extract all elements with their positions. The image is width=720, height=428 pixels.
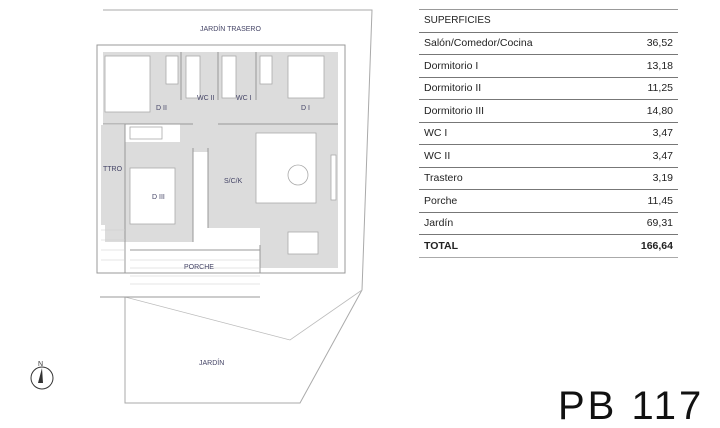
row-value: 13,18 xyxy=(646,59,673,72)
north-arrow-icon: N xyxy=(30,361,54,390)
floor-plan: JARDÍN TRASERO D II WC II WC I D I TTRO … xyxy=(30,9,373,404)
row-label: Dormitorio III xyxy=(424,104,485,117)
table-row: Salón/Comedor/Cocina 36,52 xyxy=(419,33,678,55)
table-row: Dormitorio III 14,80 xyxy=(419,100,678,123)
label-jardin: JARDÍN xyxy=(199,358,224,367)
porch-steps xyxy=(101,229,260,285)
north-label: N xyxy=(38,361,43,368)
row-value: 3,19 xyxy=(652,172,673,185)
label-wc2: WC II xyxy=(197,95,215,102)
row-label: Salón/Comedor/Cocina xyxy=(424,37,533,50)
row-value: 3,47 xyxy=(652,149,673,162)
table-row: Porche 11,45 xyxy=(419,190,678,213)
row-value: 11,45 xyxy=(647,194,674,207)
table-row: Dormitorio II 11,25 xyxy=(419,78,678,100)
label-d3: D III xyxy=(152,194,165,201)
row-value: 14,80 xyxy=(646,104,673,117)
row-value: 3,47 xyxy=(652,127,673,140)
row-value: 36,52 xyxy=(646,37,673,50)
table-row: Jardín 69,31 xyxy=(419,213,678,235)
table-row: Dormitorio I 13,18 xyxy=(419,55,678,78)
row-value: 69,31 xyxy=(646,217,673,230)
row-label: Dormitorio I xyxy=(424,59,479,72)
label-porche: PORCHE xyxy=(184,264,214,271)
row-label: Dormitorio II xyxy=(424,82,482,95)
label-wc1: WC I xyxy=(236,95,252,102)
label-sck: S/C/K xyxy=(224,178,243,185)
label-d2: D II xyxy=(156,105,167,112)
header-label: SUPERFICIES xyxy=(424,15,491,27)
table-row: Trastero 3,19 xyxy=(419,168,678,190)
total-label: TOTAL xyxy=(424,239,459,252)
table-row: WC I 3,47 xyxy=(419,123,678,145)
total-value: 166,64 xyxy=(640,239,673,252)
row-label: Porche xyxy=(424,194,458,207)
row-label: Jardín xyxy=(424,217,454,230)
row-label: WC II xyxy=(424,149,451,162)
label-ttro: TTRO xyxy=(103,166,123,173)
label-d1: D I xyxy=(301,105,310,112)
walls xyxy=(100,52,338,298)
table-row: WC II 3,47 xyxy=(419,145,678,168)
areas-table: SUPERFICIES Salón/Comedor/Cocina 36,52 Do… xyxy=(419,9,678,258)
furniture xyxy=(104,55,337,255)
unit-code: PB 117 xyxy=(558,384,705,428)
lot-outline xyxy=(103,9,373,404)
garden-line xyxy=(124,289,363,341)
row-value: 11,25 xyxy=(647,82,674,95)
row-label: WC I xyxy=(424,127,448,140)
row-label: Trastero xyxy=(424,172,463,185)
table-total-row: TOTAL 166,64 xyxy=(419,235,678,258)
label-jardin-trasero: JARDÍN TRASERO xyxy=(200,24,261,33)
table-header: SUPERFICIES xyxy=(419,10,678,33)
